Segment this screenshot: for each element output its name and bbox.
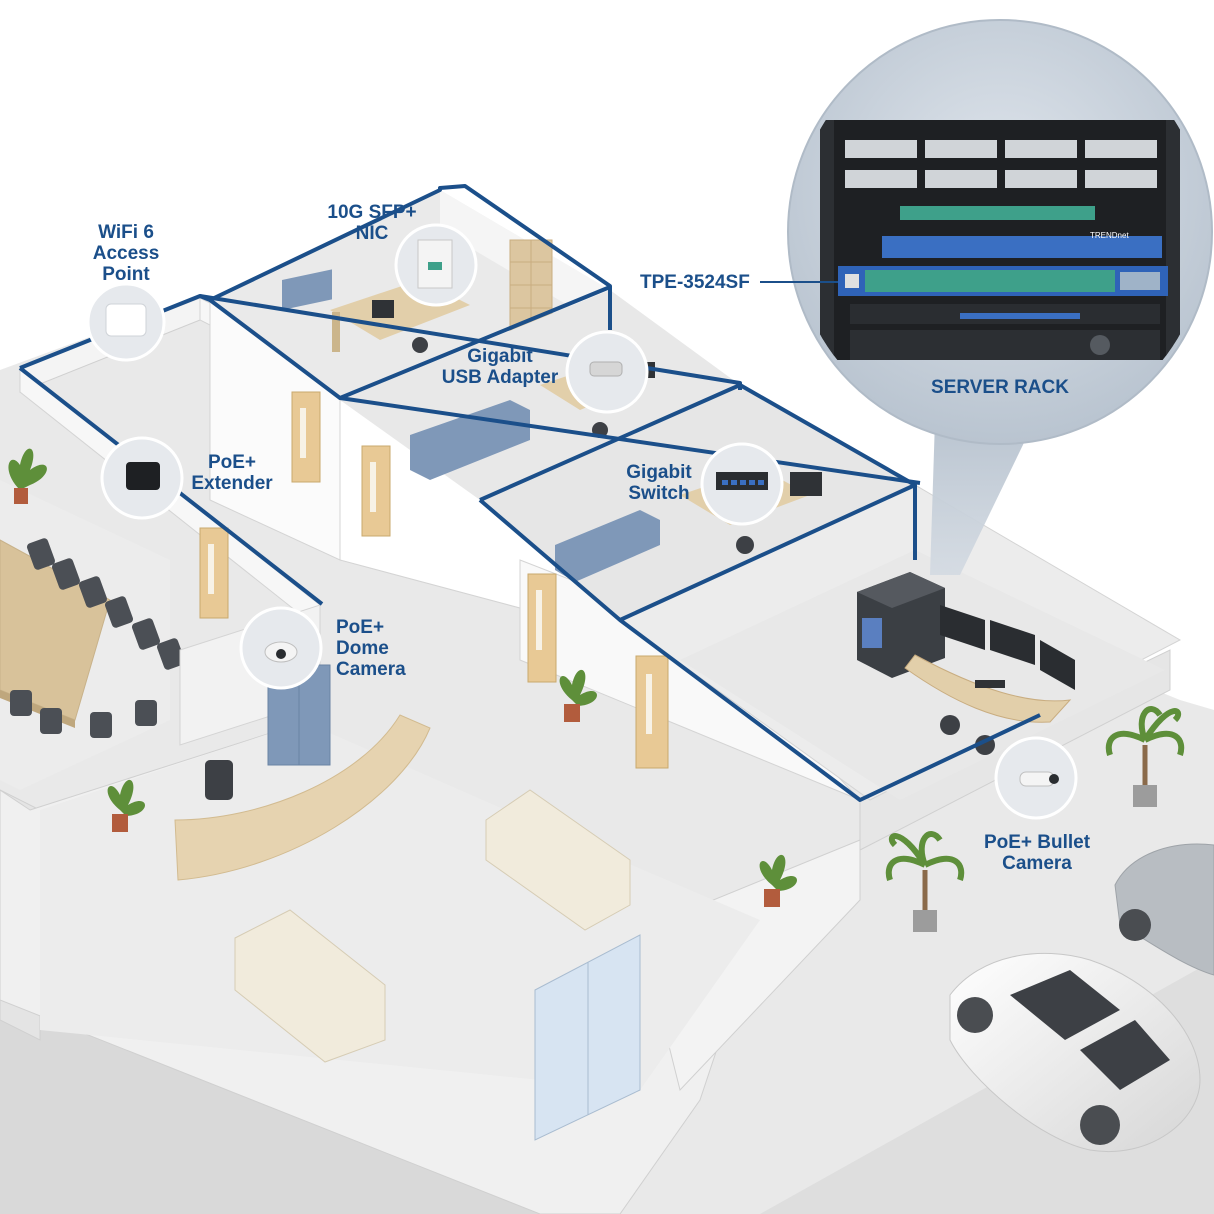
conference-room (0, 448, 185, 790)
bullet-camera-icon (1019, 771, 1055, 787)
exterior (885, 706, 1214, 1152)
server-room (680, 550, 1165, 800)
rack-brand-text: TRENDnet (1090, 231, 1129, 240)
label-10g-nic: 10G SFP+NIC (327, 202, 417, 244)
access-point-icon (105, 303, 147, 337)
label-server-rack: SERVER RACK (931, 377, 1069, 398)
label-model-tpe-3524sf: TPE-3524SF (640, 272, 750, 293)
label-poe-extender: PoE+Extender (191, 452, 273, 494)
usb-adapter-icon (589, 361, 623, 377)
extender-icon (126, 462, 160, 490)
device-icons (105, 239, 1059, 787)
server-rack-callout: TRENDnet (760, 19, 1213, 575)
lobby (40, 664, 797, 1141)
